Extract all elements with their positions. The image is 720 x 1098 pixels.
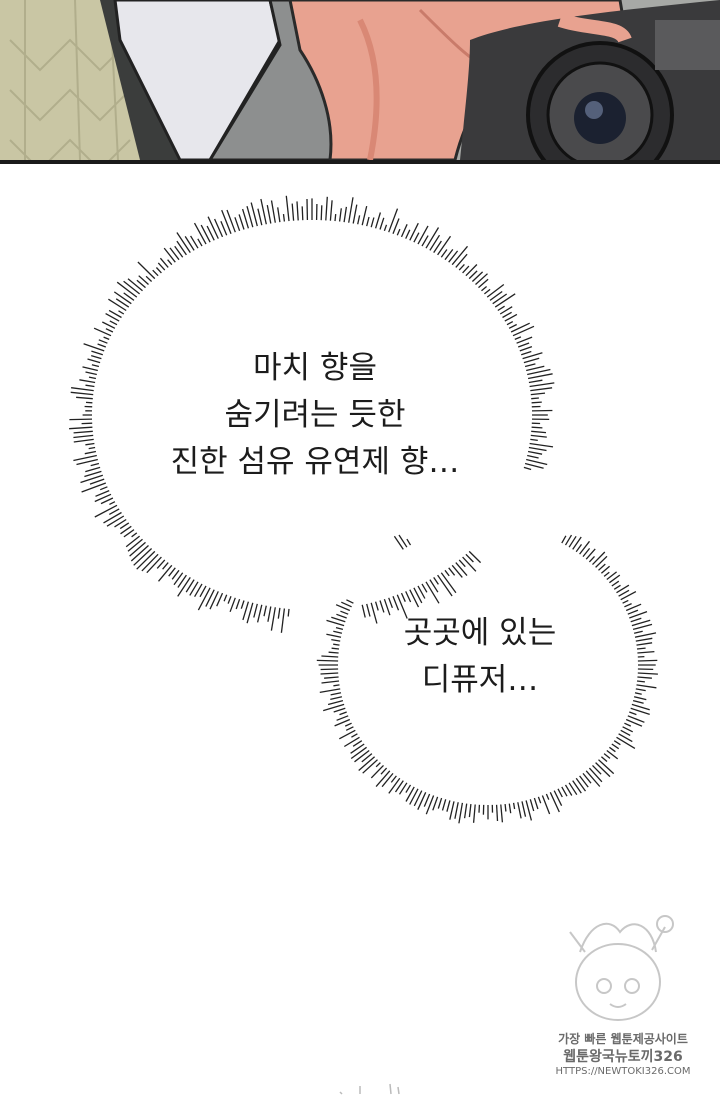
page-background: [0, 164, 720, 1098]
bottom-specks: [339, 1083, 400, 1095]
watermark-mascot-icon: [569, 915, 674, 1021]
panel-illustration: [0, 0, 720, 160]
bubble-2-line-1: 곳곳에 있는: [403, 615, 557, 651]
comic-panel-top: [0, 0, 720, 164]
watermark-line-1: 가장 빠른 웹툰제공사이트: [558, 1032, 688, 1046]
bubble-1-line-2: 숨기려는 듯한: [224, 397, 406, 433]
watermark-line-2: 웹툰왕국뉴토끼326: [563, 1049, 683, 1065]
watermark-url: HTTPS://NEWTOKI326.COM: [555, 1066, 691, 1077]
bubble-1-line-3: 진한 섬유 유연제 향…: [170, 444, 460, 480]
thought-bubble-1-outline: [69, 195, 555, 633]
thought-bubble-2-outline: [316, 534, 658, 824]
bubble-2-line-2: 디퓨저…: [421, 662, 539, 698]
thought-bubble-2-text: 곳곳에 있는 디퓨저…: [380, 610, 580, 704]
thought-bubble-1-text: 마치 향을 숨기려는 듯한 진한 섬유 유연제 향…: [95, 345, 535, 486]
bubble-1-line-1: 마치 향을: [253, 350, 377, 386]
